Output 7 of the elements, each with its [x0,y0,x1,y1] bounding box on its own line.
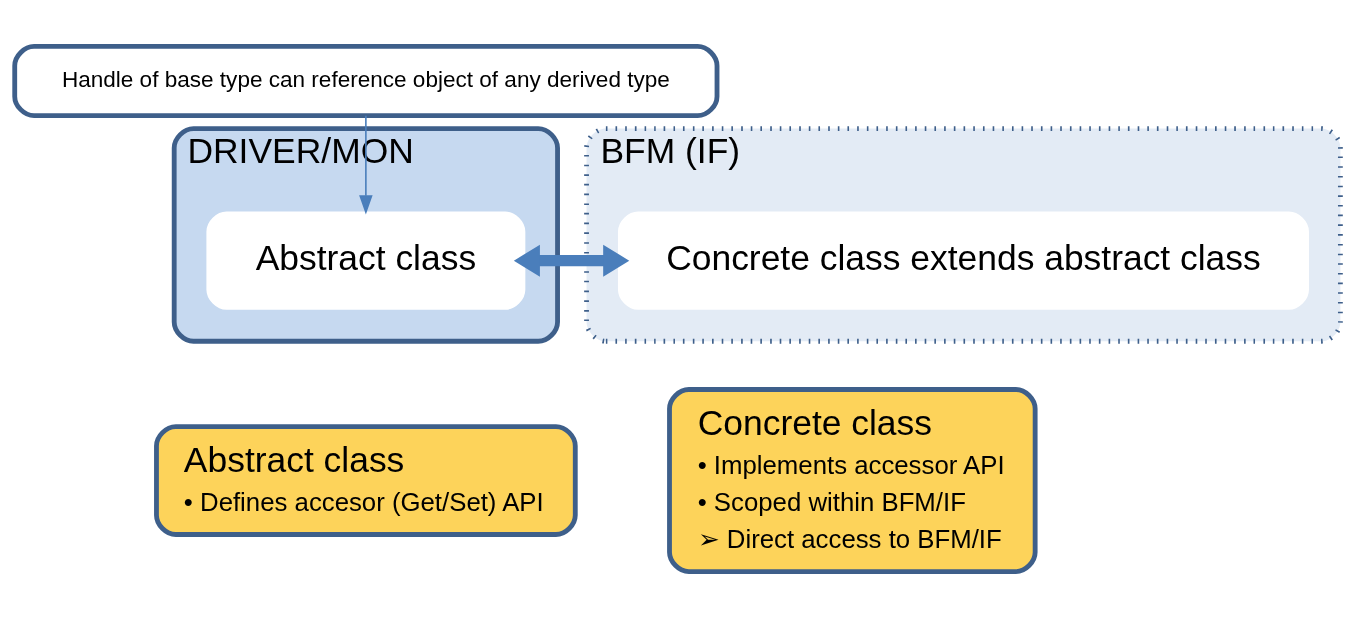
node-box: Concrete class extends abstract class [617,211,1309,310]
node-box: Abstract class [206,211,526,310]
node-box: Abstract class • Defines accesor (Get/Set) API [154,424,578,537]
arrow [513,244,630,277]
arrow [359,115,373,215]
node-box: Handle of base type can reference object of any derived type [12,44,720,119]
node-box: Concrete class • Implements accessor API • Scoped within BFM/IF ➢ Direct access to BFM/IF [667,387,1038,574]
